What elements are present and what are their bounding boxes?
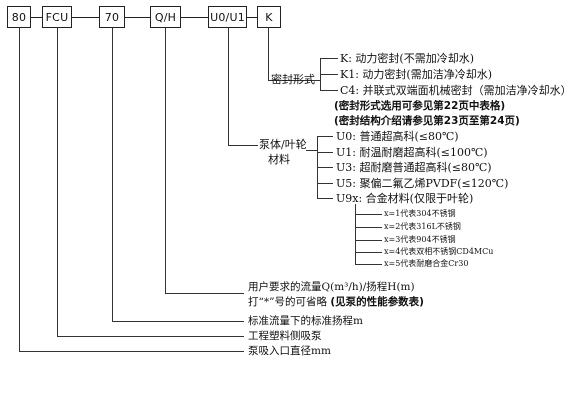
code-connector (181, 17, 208, 18)
seal-option-k1: K1: 动力密封(需加洁净冷却水) (340, 68, 493, 81)
alloy-option-3: x=3代表904不锈钢 (384, 235, 456, 244)
alloy-option-1: x=1代表304不锈钢 (384, 209, 456, 218)
code-connector (125, 17, 150, 18)
seal-form-title: 密封形式 (271, 73, 315, 86)
flow-head-label: 用户要求的流量Q(m³/h)/扬程H(m) (248, 281, 415, 293)
code-connector (31, 17, 42, 18)
standard-head-label: 标准流量下的标准扬程m (248, 315, 363, 327)
flow-head-note-prefix: 打“*”号的可省略 (248, 296, 327, 308)
seal-option-c4: C4: 并联式双端面机械密封（需加洁净冷却水） (340, 84, 572, 97)
material-title-line2: 材料 (268, 153, 290, 166)
code-connector (247, 17, 257, 18)
code-box-seal: K (257, 6, 281, 28)
material-option-u0: U0: 普通超高科(≤80℃) (336, 130, 459, 143)
flow-head-note-bold: (见泵的性能参数表) (330, 296, 424, 308)
material-option-u1: U1: 耐温耐磨超高科(≤100℃) (336, 146, 488, 159)
code-box-head: 70 (99, 6, 125, 28)
seal-note-selection: (密封形式选用可参见第22页中表格) (334, 100, 506, 112)
code-box-flow-head: Q/H (150, 6, 181, 28)
material-option-u5: U5: 聚偏二氟乙烯PVDF(≤120℃) (336, 177, 509, 190)
alloy-option-5: x=5代表耐磨合金Cr30 (384, 259, 469, 268)
alloy-option-4: x=4代表双相不锈钢CD4MCu (384, 247, 494, 256)
code-box-inlet-diameter: 80 (7, 6, 31, 28)
flow-head-note: 打“*”号的可省略 (见泵的性能参数表) (248, 297, 424, 308)
code-box-material: U0/U1 (208, 6, 247, 28)
material-option-u9x: U9x: 合金材料(仅限于叶轮) (336, 192, 474, 205)
material-title-line1: 泵体/叶轮 (259, 138, 307, 151)
inlet-diameter-label: 泵吸入口直径mm (248, 345, 331, 357)
code-box-pump-type: FCU (42, 6, 72, 28)
alloy-option-2: x=2代表316L不锈钢 (384, 222, 461, 231)
pump-type-label: 工程塑料侧吸泵 (248, 330, 322, 342)
material-option-u3: U3: 超耐磨普通超高科(≤80℃) (336, 161, 492, 174)
seal-option-k: K: 动力密封(不需加冷却水) (340, 52, 475, 65)
code-connector (72, 17, 99, 18)
seal-note-structure: (密封结构介绍请参见第23页至第24页) (334, 115, 520, 127)
